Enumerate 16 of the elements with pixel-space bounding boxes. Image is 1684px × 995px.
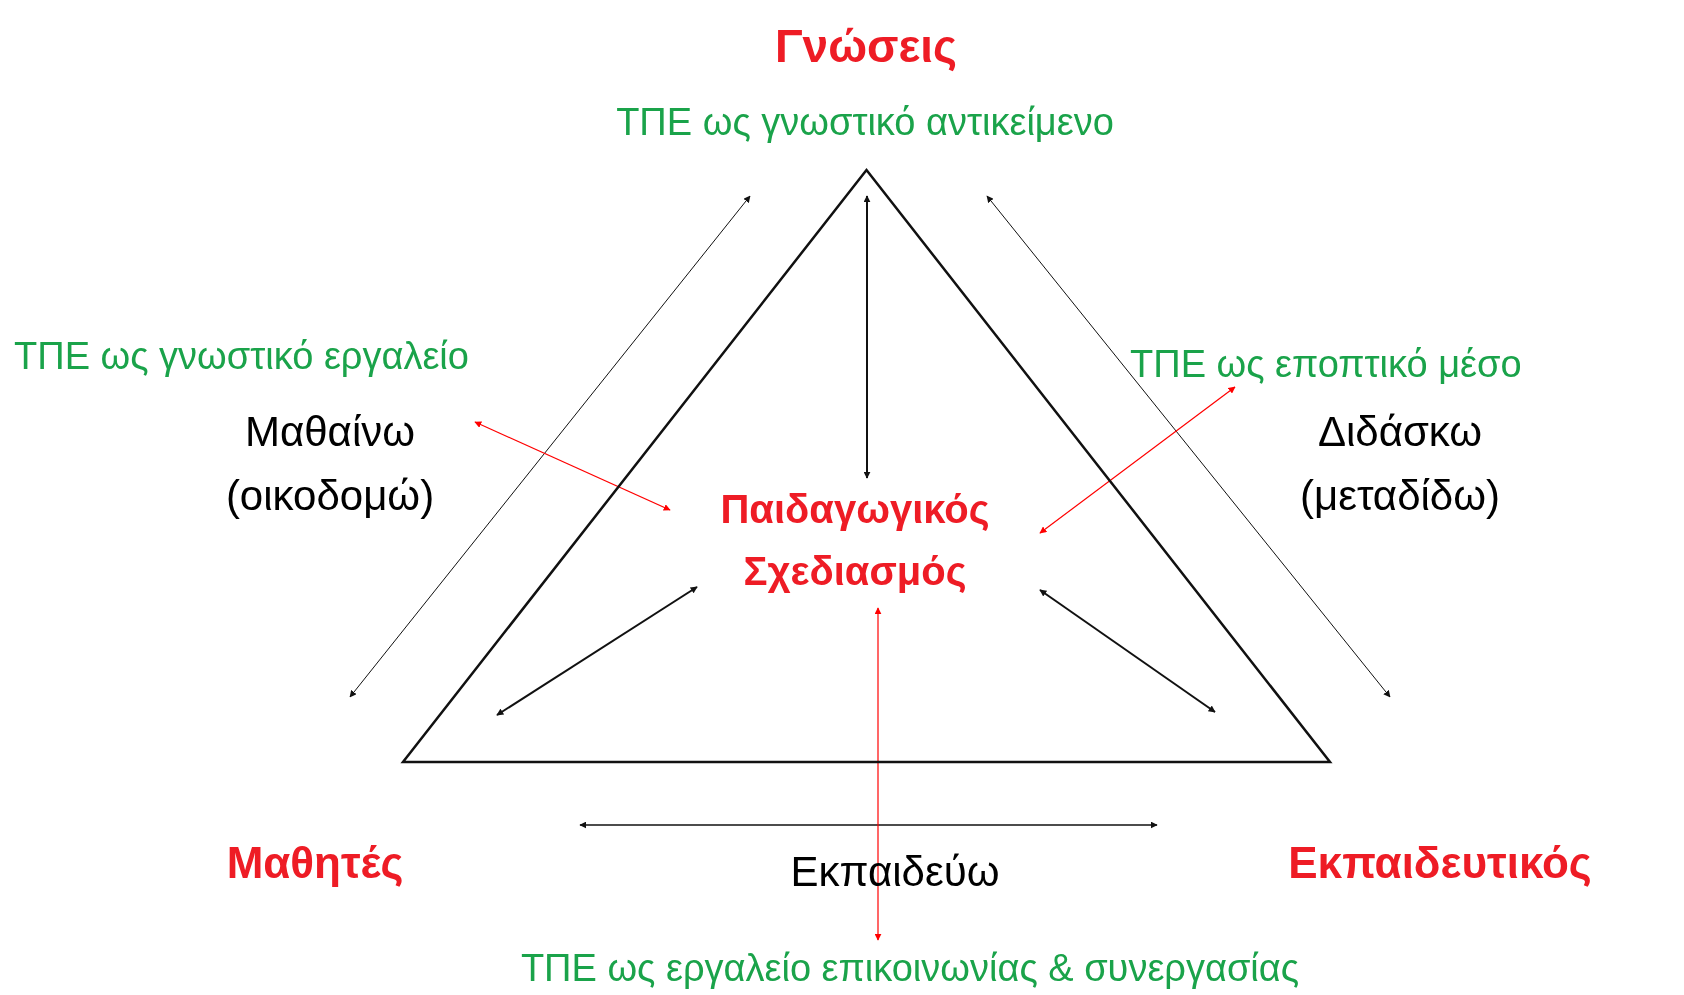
arrow — [496, 586, 698, 716]
arrow — [874, 607, 882, 941]
role-label: ΤΠΕ ως εποπτικό μέσο — [1130, 336, 1680, 388]
arrow — [474, 421, 671, 511]
activity-label: Μαθαίνω (οικοδομώ) — [180, 400, 480, 530]
corner-label: Γνώσεις — [716, 12, 1016, 72]
role-label: ΤΠΕ ως εργαλείο επικοινωνίας & συνεργασίας — [360, 940, 1460, 992]
arrow — [863, 195, 871, 479]
role-label: ΤΠΕ ως γνωστικό εργαλείο — [14, 328, 654, 380]
center-label: Παιδαγωγικός Σχεδιασμός — [670, 478, 1040, 608]
role-label: ΤΠΕ ως γνωστικό αντικείμενο — [500, 94, 1230, 146]
corner-label: Μαθητές — [170, 830, 460, 890]
corner-label: Εκπαιδευτικός — [1230, 830, 1650, 890]
arrow — [1039, 386, 1236, 534]
arrow — [1039, 589, 1216, 713]
activity-label: Διδάσκω (μεταδίδω) — [1250, 400, 1550, 530]
